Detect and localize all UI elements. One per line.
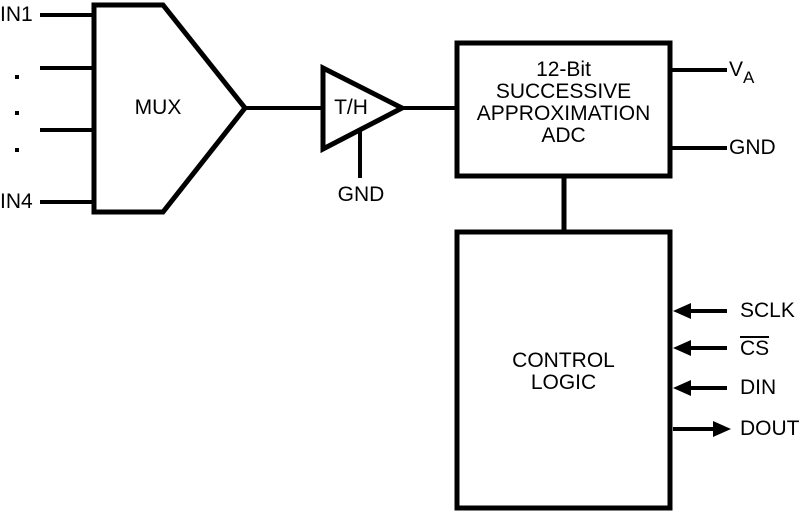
control-logic-line2: LOGIC bbox=[530, 371, 597, 394]
adc-title-line2: SUCCESSIVE bbox=[495, 80, 632, 103]
sclk-arrowhead-icon bbox=[673, 303, 691, 319]
sclk-pin-label: SCLK bbox=[740, 299, 795, 322]
cs-arrowhead-icon bbox=[673, 340, 691, 356]
adc-gnd-pin-label: GND bbox=[729, 136, 776, 159]
ellipsis-dot bbox=[15, 148, 19, 152]
va-pin-main: V bbox=[729, 58, 744, 81]
adc-title-line3: APPROXIMATION bbox=[476, 102, 651, 125]
mux-shape bbox=[91, 2, 249, 215]
va-pin-label: VA bbox=[729, 59, 754, 89]
cs-pin-overline-text: CS bbox=[740, 336, 770, 360]
din-pin-label: DIN bbox=[740, 376, 777, 399]
va-pin-subscript: A bbox=[743, 68, 755, 87]
mux-input-label-in4: IN4 bbox=[0, 190, 33, 213]
cs-pin-label: CS bbox=[740, 336, 770, 360]
track-hold-gnd-label: GND bbox=[337, 183, 385, 206]
track-hold-shape bbox=[320, 63, 408, 154]
dout-pin-label: DOUT bbox=[740, 417, 800, 440]
adc-box bbox=[454, 40, 673, 179]
mux-label: MUX bbox=[134, 96, 182, 119]
control-logic-title: CONTROL LOGIC bbox=[457, 350, 670, 394]
control-logic-box bbox=[454, 229, 673, 511]
track-hold-label: T/H bbox=[334, 96, 368, 119]
ellipsis-dot bbox=[15, 75, 19, 79]
control-logic-line1: CONTROL bbox=[512, 349, 615, 372]
adc-title: 12-Bit SUCCESSIVE APPROXIMATION ADC bbox=[460, 59, 667, 147]
adc-title-line1: 12-Bit bbox=[536, 58, 591, 81]
din-arrowhead-icon bbox=[673, 380, 691, 396]
mux-input-label-in1: IN1 bbox=[0, 3, 33, 26]
dout-arrowhead-icon bbox=[713, 421, 731, 437]
adc-title-line4: ADC bbox=[541, 124, 586, 147]
ellipsis-dot bbox=[15, 111, 19, 115]
